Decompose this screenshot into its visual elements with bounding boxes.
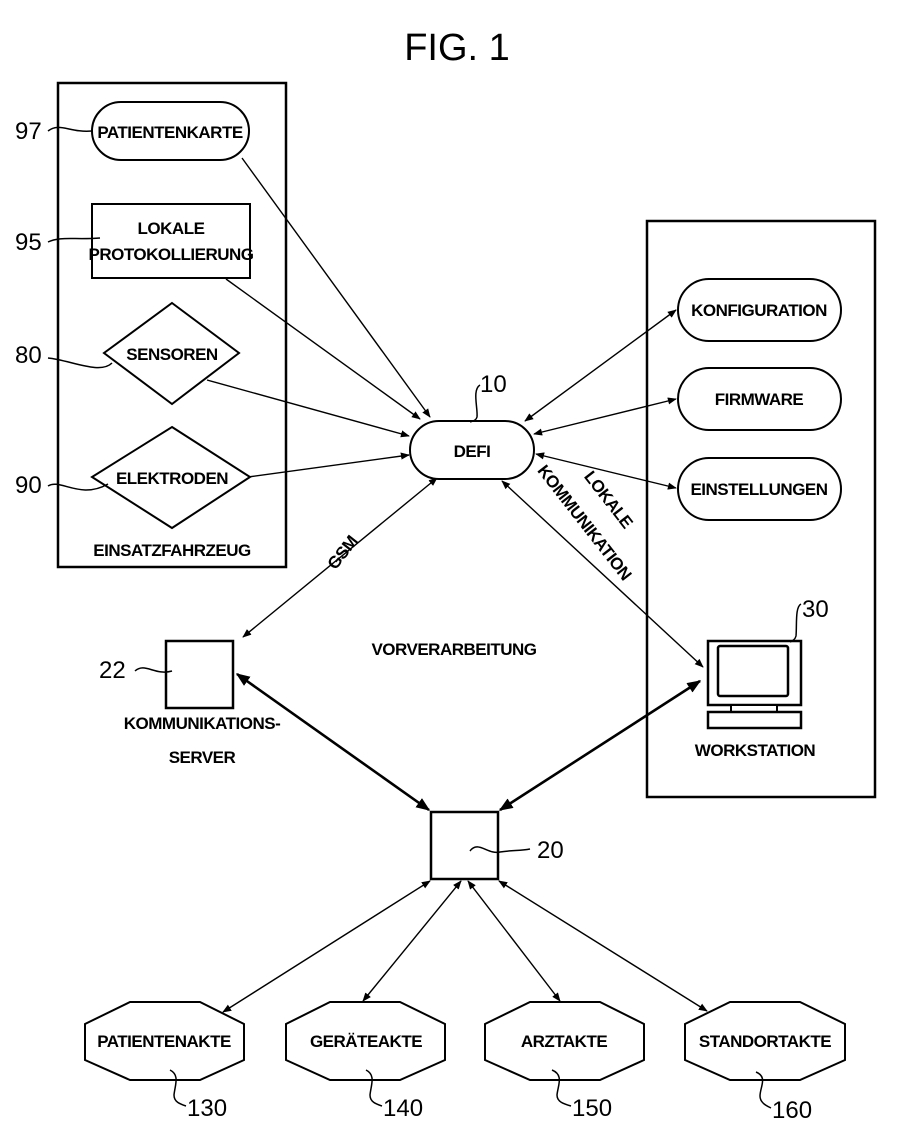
ref-150: 150 — [572, 1095, 612, 1122]
svg-text:EINSTELLUNGEN: EINSTELLUNGEN — [690, 480, 827, 499]
ref-20: 20 — [537, 837, 564, 864]
edge-defi-firmware — [534, 399, 676, 434]
node-konfiguration: KONFIGURATION — [678, 279, 841, 341]
ref-140: 140 — [383, 1095, 423, 1122]
ref-90: 90 — [15, 472, 42, 499]
svg-text:DEFI: DEFI — [454, 442, 491, 461]
svg-text:PATIENTENKARTE: PATIENTENKARTE — [97, 123, 243, 142]
connections — [207, 158, 707, 1012]
svg-text:KONFIGURATION: KONFIGURATION — [691, 301, 827, 320]
computer-icon — [708, 641, 801, 728]
svg-text:ELEKTRODEN: ELEKTRODEN — [116, 469, 228, 488]
edge-label-gsm: GSM — [324, 532, 362, 573]
ref-130: 130 — [187, 1095, 227, 1122]
edge-patientenkarte-defi — [242, 158, 430, 417]
node-geraeteakte: GERÄTEAKTE — [286, 1002, 445, 1080]
edge-kommserver-center — [237, 674, 429, 810]
svg-text:PROTOKOLLIERUNG: PROTOKOLLIERUNG — [88, 245, 253, 264]
svg-text:ARZTAKTE: ARZTAKTE — [521, 1032, 607, 1051]
node-standortakte: STANDORTAKTE — [685, 1002, 845, 1080]
node-center — [431, 812, 498, 879]
ref-80: 80 — [15, 342, 42, 369]
node-defi: DEFI — [410, 421, 534, 479]
ref-10: 10 — [480, 371, 507, 398]
node-patientenkarte: PATIENTENKARTE — [92, 102, 249, 160]
edge-center-geraeteakte — [363, 881, 461, 1001]
edge-elektroden-defi — [248, 455, 409, 477]
ref-160: 160 — [772, 1097, 812, 1124]
svg-text:FIRMWARE: FIRMWARE — [715, 390, 804, 409]
ref-95: 95 — [15, 229, 42, 256]
node-patientenakte: PATIENTENAKTE — [85, 1002, 244, 1080]
edge-protokollierung-defi — [226, 279, 420, 419]
edge-center-patientenakte — [223, 881, 430, 1012]
node-arztakte: ARZTAKTE — [485, 1002, 644, 1080]
leader-30 — [790, 604, 801, 642]
svg-text:KOMMUNIKATIONS-: KOMMUNIKATIONS- — [124, 714, 281, 733]
ref-97: 97 — [15, 118, 42, 145]
svg-text:PATIENTENAKTE: PATIENTENAKTE — [97, 1032, 231, 1051]
node-workstation: WORKSTATION — [695, 641, 816, 760]
edge-center-arztakte — [468, 881, 560, 1001]
node-firmware: FIRMWARE — [678, 368, 841, 430]
node-elektroden: ELEKTRODEN — [92, 427, 250, 528]
leader-97 — [48, 127, 92, 131]
vehicle-group-label: EINSATZFAHRZEUG — [93, 541, 251, 560]
ref-22: 22 — [99, 657, 126, 684]
node-protokollierung: LOKALE PROTOKOLLIERUNG — [88, 204, 253, 278]
center-label: VORVERARBEITUNG — [371, 640, 536, 659]
edge-center-standortakte — [499, 881, 707, 1011]
svg-text:SENSOREN: SENSOREN — [126, 345, 218, 364]
svg-text:STANDORTAKTE: STANDORTAKTE — [699, 1032, 831, 1051]
svg-text:LOKALE: LOKALE — [138, 219, 205, 238]
edge-workstation-center — [500, 681, 700, 810]
leader-10 — [470, 385, 480, 422]
node-sensoren: SENSOREN — [104, 303, 239, 404]
ref-30: 30 — [802, 596, 829, 623]
node-einstellungen: EINSTELLUNGEN — [678, 458, 841, 520]
svg-text:SERVER: SERVER — [169, 748, 236, 767]
figure-title: FIG. 1 — [404, 27, 510, 69]
node-kommserver: KOMMUNIKATIONS- SERVER — [124, 641, 281, 767]
svg-text:GERÄTEAKTE: GERÄTEAKTE — [310, 1032, 422, 1051]
svg-text:WORKSTATION: WORKSTATION — [695, 741, 816, 760]
